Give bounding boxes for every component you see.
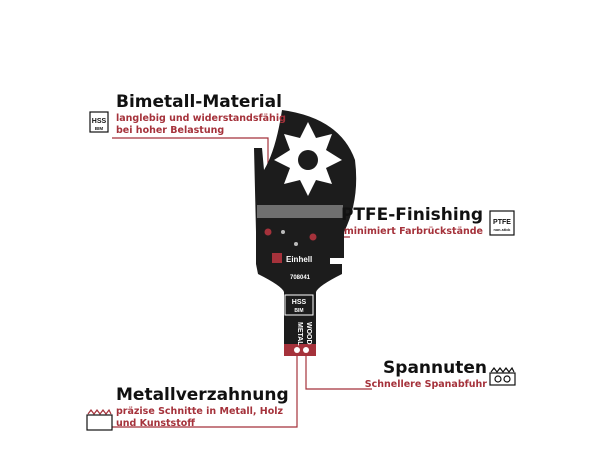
hss-bim-icon: HSS BIM bbox=[89, 111, 109, 133]
feature-title-ptfe: PTFE-Finishing bbox=[340, 205, 483, 225]
blade-model: 708041 bbox=[290, 275, 311, 281]
blade-badge-bottom: BIM bbox=[294, 308, 303, 314]
blade-badge-top: HSS bbox=[292, 299, 307, 306]
leader-line-bimetall bbox=[112, 137, 269, 232]
blade-brand: Einhell bbox=[286, 255, 312, 264]
feature-desc-spannuten: Schnellere Spanabfuhr bbox=[364, 379, 487, 390]
metal-teeth-icon bbox=[86, 408, 113, 431]
center-hub bbox=[298, 150, 318, 170]
pin-mid bbox=[281, 230, 285, 234]
feature-desc-bimetall-line1: langlebig und widerstandsfähig bbox=[116, 113, 286, 124]
tip-marker-left bbox=[294, 347, 300, 353]
feature-desc-metallverzahnung-line1: präzise Schnitte in Metall, Holz bbox=[116, 406, 284, 417]
hss-icon-text-top: HSS bbox=[92, 118, 107, 125]
chip-groove-icon bbox=[489, 366, 516, 386]
ptfe-icon-text-top: PTFE bbox=[493, 219, 511, 226]
saw-blade bbox=[254, 110, 357, 356]
feature-title-metallverzahnung: Metallverzahnung bbox=[116, 385, 289, 405]
ptfe-icon-text-bottom: non-stick bbox=[494, 228, 512, 232]
blade-label-metal: METAL bbox=[296, 322, 303, 346]
tip-marker-right bbox=[303, 347, 309, 353]
blade-hss-badge bbox=[284, 294, 314, 316]
hss-icon-text-bottom: BIM bbox=[95, 126, 104, 131]
pin-left bbox=[264, 228, 272, 236]
pin-small bbox=[294, 242, 298, 246]
brand-logo-icon bbox=[272, 253, 282, 263]
leader-line-spannuten bbox=[305, 356, 372, 390]
feature-title-spannuten: Spannuten bbox=[383, 358, 487, 378]
blade-label-wood: WOOD bbox=[305, 322, 312, 345]
feature-desc-ptfe: minimiert Farbrückstände bbox=[343, 226, 483, 237]
feature-desc-bimetall-line2: bei hoher Belastung bbox=[116, 125, 225, 136]
feature-desc-metallverzahnung-line2: und Kunststoff bbox=[116, 418, 195, 429]
leader-line-metallverzahnung bbox=[112, 356, 298, 428]
pin-right bbox=[309, 233, 317, 241]
ptfe-non-stick-icon: PTFE non-stick bbox=[489, 210, 515, 236]
blade-band bbox=[257, 205, 343, 218]
feature-title-bimetall: Bimetall-Material bbox=[116, 92, 282, 112]
